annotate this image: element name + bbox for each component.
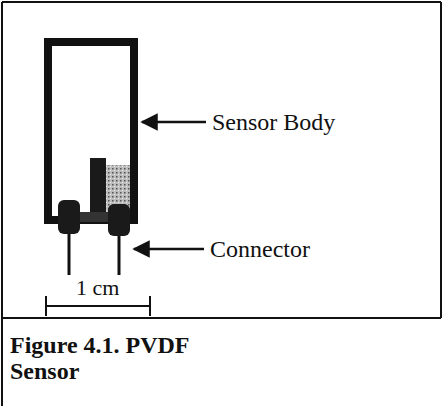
figure-caption: Figure 4.1. PVDF Sensor [10,332,250,385]
dimension-label: 1 cm [76,276,119,300]
figure-frame [2,2,441,406]
connector-block [58,158,130,236]
part-label: Connector [210,236,310,262]
leader-arrow [134,122,206,249]
part-label: Sensor Body [212,109,335,135]
connector-pins [69,234,119,275]
